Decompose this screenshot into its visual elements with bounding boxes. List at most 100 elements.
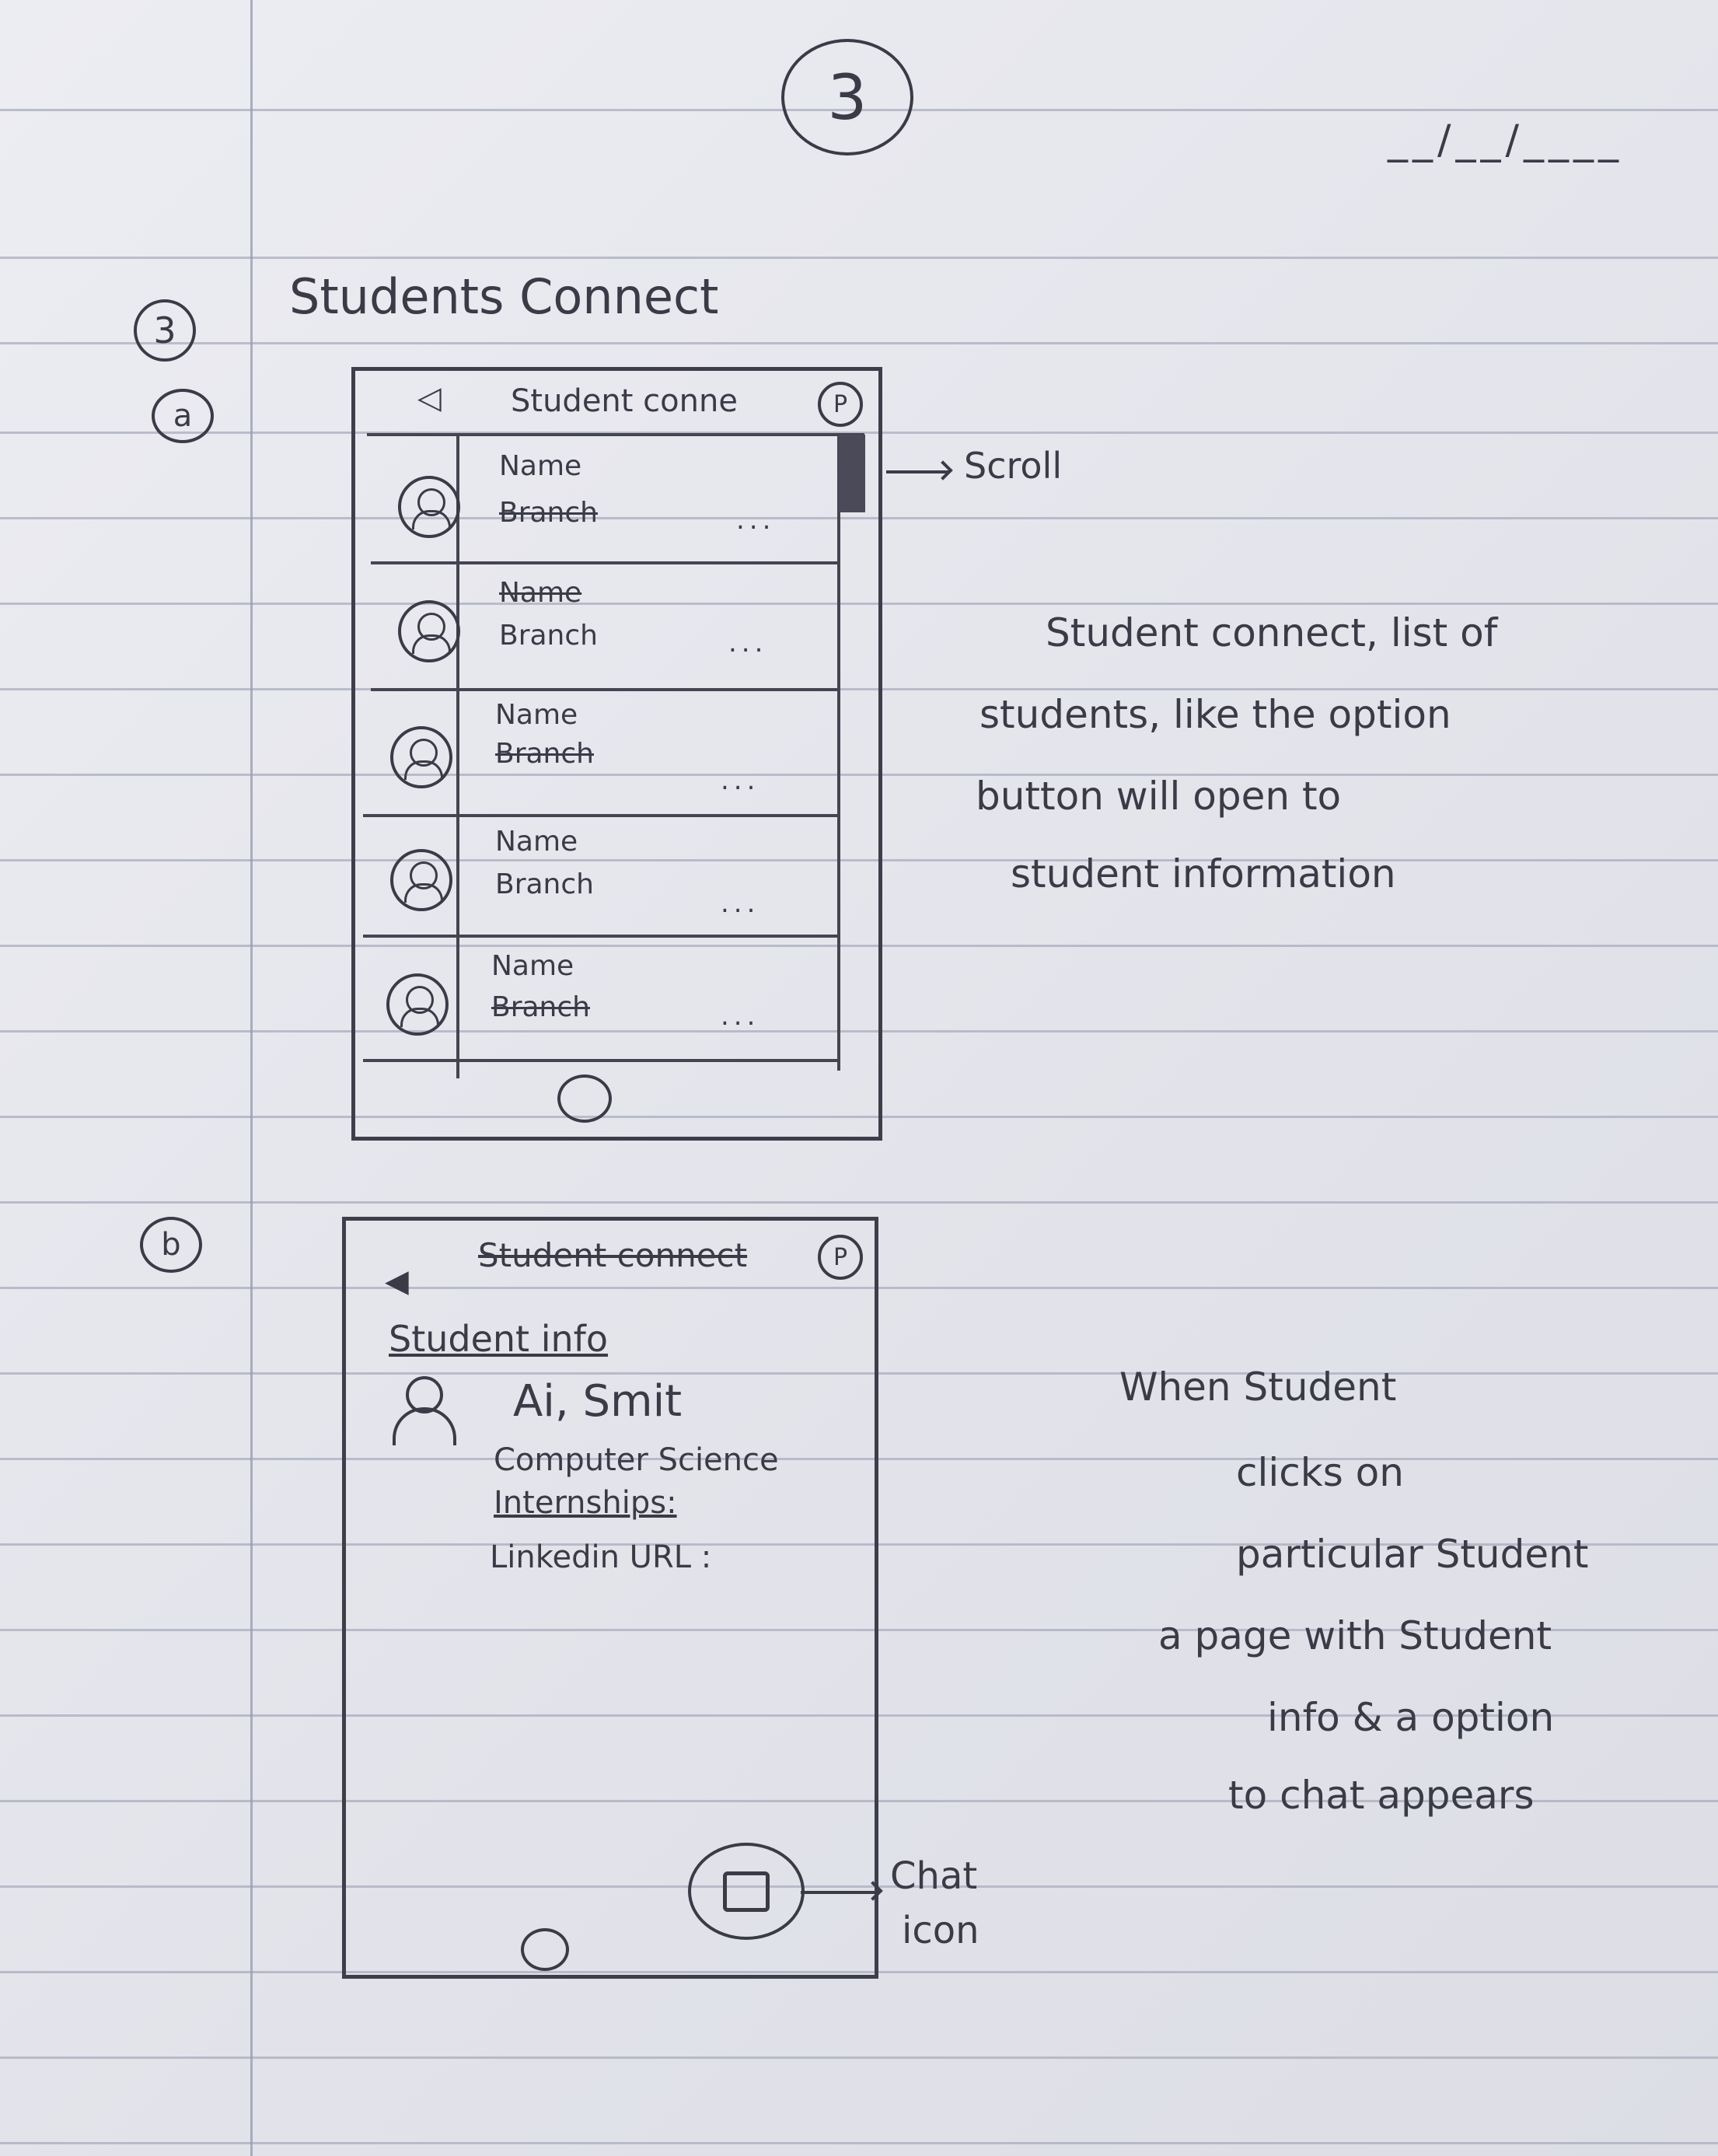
chat-button[interactable] [688, 1843, 805, 1940]
page-number-circle: 3 [781, 39, 913, 155]
rule-line [0, 859, 1718, 861]
sketch-b-label: b [161, 1227, 181, 1263]
header-divider [367, 433, 864, 436]
linkedin-url-label: Linkedin URL : [490, 1539, 712, 1575]
rule-line [0, 342, 1718, 344]
rule-line [0, 1800, 1718, 1802]
app-header-a: ◁ Student conne P [371, 371, 868, 433]
section-title: Students Connect [289, 268, 719, 325]
student-name: Name [491, 950, 574, 982]
rule-line [0, 2142, 1718, 2144]
student-list-item[interactable]: Name Branch ... [363, 938, 833, 1055]
student-branch-detail: Computer Science [494, 1442, 779, 1478]
back-arrow-icon[interactable]: ◁ [417, 380, 442, 416]
rule-line [0, 1458, 1718, 1460]
rule-line [0, 432, 1718, 434]
rule-line [0, 2056, 1718, 2059]
rule-line [0, 257, 1718, 259]
more-options-button[interactable]: ... [728, 627, 768, 659]
home-button[interactable] [521, 1928, 569, 1971]
student-name: Name [499, 577, 582, 609]
rule-line [0, 1543, 1718, 1546]
rule-line [0, 1372, 1718, 1375]
rule-line [0, 1287, 1718, 1289]
description-line: Student connect, list of [1046, 610, 1498, 655]
rule-line [0, 774, 1718, 776]
more-options-button[interactable]: ... [721, 765, 760, 796]
description-line: to chat appears [1228, 1773, 1535, 1818]
back-arrow-icon[interactable]: ◀ [385, 1263, 409, 1299]
description-line: clicks on [1236, 1450, 1404, 1495]
student-name: Name [495, 699, 578, 731]
student-avatar-icon [398, 476, 460, 538]
more-options-button[interactable]: ... [721, 888, 760, 919]
description-line: button will open to [976, 774, 1342, 819]
rule-line [0, 1201, 1718, 1204]
phone-mockup-a: ◁ Student conne P Name Branch ... Name B… [351, 367, 882, 1141]
row-divider [363, 814, 837, 817]
rule-line [0, 945, 1718, 947]
section-number: 3 [153, 309, 176, 351]
scrollbar-thumb[interactable] [839, 435, 865, 512]
margin-line [250, 0, 253, 2156]
rule-line [0, 1030, 1718, 1033]
profile-icon[interactable]: P [818, 382, 863, 427]
student-avatar-icon [390, 849, 452, 911]
row-divider [363, 1059, 837, 1062]
chat-annotation-line2: icon [902, 1909, 979, 1952]
student-avatar-icon [390, 726, 452, 788]
rule-line [0, 1629, 1718, 1631]
row-divider [371, 688, 837, 691]
rule-line [0, 1714, 1718, 1717]
student-branch: Branch [499, 497, 598, 529]
list-right-edge [837, 433, 840, 1071]
chat-annotation-arrow [801, 1891, 878, 1894]
section-number-circle: 3 [134, 299, 196, 362]
page-number: 3 [827, 61, 868, 134]
more-options-button[interactable]: ... [721, 1001, 760, 1032]
date-placeholder: __/__/____ [1388, 117, 1624, 163]
student-avatar-icon [398, 600, 460, 662]
rule-line [0, 1885, 1718, 1888]
row-divider [363, 935, 837, 938]
sketch-a-label-circle: a [152, 389, 214, 443]
student-list-item[interactable]: Name Branch ... [363, 691, 833, 819]
student-list-item[interactable]: Name Branch ... [363, 565, 833, 694]
sketch-a-label: a [173, 398, 193, 434]
rule-line [0, 1116, 1718, 1118]
profile-icon[interactable]: P [818, 1235, 863, 1280]
student-list-item[interactable]: Name Branch ... [363, 435, 833, 563]
scroll-annotation: Scroll [964, 445, 1063, 487]
description-line: students, like the option [979, 692, 1451, 737]
student-name: Name [499, 450, 582, 482]
scroll-annotation-arrow [886, 470, 948, 473]
description-line: student information [1011, 851, 1396, 896]
sketch-b-label-circle: b [140, 1217, 202, 1273]
more-options-button[interactable]: ... [736, 505, 776, 536]
rule-line [0, 517, 1718, 519]
profile-letter: P [833, 390, 848, 418]
student-info-heading: Student info [389, 1318, 608, 1360]
student-branch: Branch [491, 991, 590, 1023]
student-branch: Branch [495, 738, 594, 770]
profile-letter: P [833, 1243, 848, 1271]
chat-annotation-line1: Chat [890, 1854, 978, 1898]
student-avatar-icon [386, 973, 449, 1036]
student-branch: Branch [495, 868, 594, 900]
description-line: particular Student [1236, 1532, 1589, 1577]
internships-label: Internships: [494, 1485, 677, 1521]
description-line: a page with Student [1158, 1613, 1552, 1658]
list-column-divider [456, 433, 459, 1078]
student-branch: Branch [499, 620, 598, 652]
student-name: Name [495, 826, 578, 858]
description-line: info & a option [1267, 1695, 1555, 1740]
person-icon [389, 1376, 459, 1446]
student-list-item[interactable]: Name Branch ... [363, 818, 833, 935]
rule-line [0, 688, 1718, 690]
row-divider [371, 561, 837, 564]
app-header-title: Student conne [511, 383, 738, 419]
chat-icon [723, 1871, 770, 1912]
home-button[interactable] [557, 1075, 612, 1123]
description-line: When Student [1119, 1365, 1397, 1410]
app-header-title: Student connect [478, 1236, 748, 1274]
